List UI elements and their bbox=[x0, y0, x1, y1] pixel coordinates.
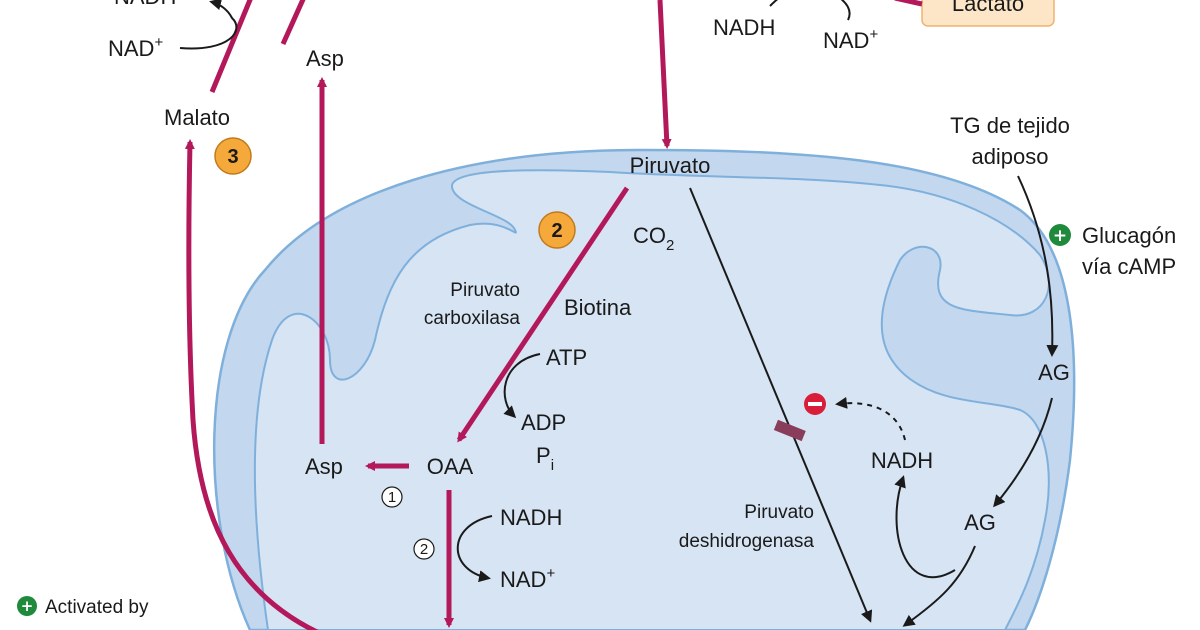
step-1-circle bbox=[381, 486, 403, 508]
glucagon-label-line2: vía cAMP bbox=[1082, 254, 1176, 279]
nadh-curve bbox=[456, 515, 493, 583]
lactate-nadh-curve bbox=[840, 0, 851, 21]
nadh-mito-label: NADH bbox=[500, 505, 562, 530]
adp-label: ADP bbox=[521, 410, 566, 435]
nadh-top-label: NADH bbox=[114, 0, 176, 9]
nadh-right-label: NADH bbox=[713, 15, 775, 40]
legend-activated-label: Activated by bbox=[45, 597, 149, 618]
nad-left-label: NAD+ bbox=[108, 34, 163, 61]
minus-sign-icon bbox=[808, 402, 822, 406]
step-3-label: 3 bbox=[227, 146, 238, 168]
nadh-regulator-label: NADH bbox=[871, 448, 933, 473]
pdh-label-line1: Piruvato bbox=[744, 502, 814, 523]
enzyme-label-line2: carboxilasa bbox=[424, 308, 521, 329]
ag-into-mito-arrow bbox=[993, 397, 1053, 508]
nad-right-label: NAD+ bbox=[823, 26, 878, 53]
carboxylase-arrow bbox=[456, 186, 630, 443]
pi-label: Pi bbox=[536, 443, 554, 474]
enzyme-label-line1: Piruvato bbox=[450, 280, 520, 301]
ag-cytosol-label: AG bbox=[1038, 360, 1070, 385]
biotina-label: Biotina bbox=[564, 295, 632, 320]
step-3-badge bbox=[214, 137, 252, 175]
lactato-label: Lactato bbox=[952, 0, 1024, 16]
glucagon-label-line1: Glucagón bbox=[1082, 223, 1176, 248]
glucagon-activation-icon bbox=[1049, 224, 1071, 246]
lactate-nadh-curve-2 bbox=[769, 0, 778, 7]
step-2-badge bbox=[538, 211, 576, 249]
step-1-number: 1 bbox=[388, 489, 396, 506]
pdh-arrow bbox=[689, 187, 873, 623]
step-2-label: 2 bbox=[551, 220, 562, 242]
mitochondrion-inner-membrane bbox=[253, 169, 1050, 630]
pdh-inhibition-block bbox=[773, 419, 806, 442]
co2-label: CO2 bbox=[633, 223, 674, 254]
nad-cytosol-curve bbox=[179, 0, 238, 50]
malato-label: Malato bbox=[164, 105, 230, 130]
nadh-inhibition-dashed bbox=[835, 396, 906, 441]
asp-cytosol-label: Asp bbox=[306, 46, 344, 71]
ag-oxidation-arrow bbox=[902, 545, 976, 627]
piruvato-entry-arrow bbox=[657, 0, 672, 149]
pdh-label-line2: deshidrogenasa bbox=[679, 531, 815, 552]
lactato-box bbox=[921, 0, 1055, 27]
lactato-arrow-stub bbox=[894, 0, 923, 7]
malate-export-arrow bbox=[184, 139, 319, 630]
atp-curve bbox=[503, 353, 541, 419]
nadh-production-curve bbox=[894, 475, 956, 579]
step-2-circle bbox=[413, 538, 435, 560]
asp-up-arrow bbox=[280, 0, 306, 46]
step-2-number: 2 bbox=[420, 541, 428, 558]
nad-mito-label: NAD+ bbox=[500, 565, 555, 592]
tg-to-ag-arrow bbox=[1017, 175, 1059, 357]
malate-oxidation-arrow bbox=[209, 0, 253, 93]
oaa-label: OAA bbox=[427, 454, 474, 479]
ag-mito-label: AG bbox=[964, 510, 996, 535]
tg-label-line2: adiposo bbox=[971, 144, 1048, 169]
tg-label-line1: TG de tejido bbox=[950, 113, 1070, 138]
legend-plus-icon: + bbox=[21, 597, 34, 615]
plus-sign-icon: + bbox=[1053, 226, 1067, 246]
atp-label: ATP bbox=[546, 345, 587, 370]
piruvato-label: Piruvato bbox=[630, 153, 711, 178]
asp-mito-label: Asp bbox=[305, 454, 343, 479]
legend-activation-icon bbox=[17, 596, 37, 616]
